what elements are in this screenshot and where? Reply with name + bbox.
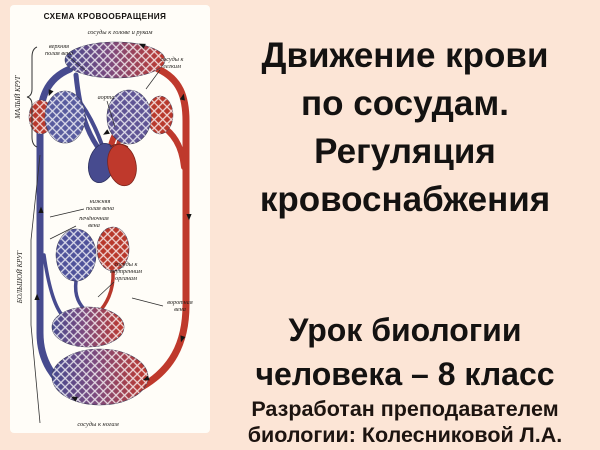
slide-subtitle-line: человека – 8 класс	[255, 356, 555, 392]
label-leg-vessels: сосуды к ногам	[77, 421, 118, 428]
slide-title-line: Движение крови	[261, 36, 549, 75]
left-lung-capillaries-mesh	[28, 90, 86, 144]
label-pointer-lines	[49, 55, 164, 307]
label-organ-vessels: органам	[115, 275, 137, 282]
big-circuit-bracket	[30, 154, 41, 424]
label-hepatic-vein: вена	[88, 222, 100, 229]
diagram-title: СХЕМА КРОВООБРАЩЕНИЯ	[44, 12, 167, 21]
label-portal-vein: воротная	[167, 299, 193, 306]
slide-title: Движение крови по сосудам. Регуляция кро…	[212, 32, 598, 224]
label-lung-vessels: легким	[162, 63, 181, 70]
label-inferior-vena-cava: нижняя	[90, 198, 111, 205]
label-organ-vessels: внутренним	[110, 268, 142, 275]
label-superior-vena-cava: верхняя	[49, 43, 69, 50]
small-circuit-brace	[26, 46, 38, 148]
label-superior-vena-cava: полая вена	[45, 50, 73, 57]
diagram-panel: СХЕМА КРОВООБРАЩЕНИЯ сосуды к голове и р…	[10, 5, 210, 433]
label-head-vessels: сосуды к голове и рукам	[88, 29, 153, 36]
label-systemic-circuit: БОЛЬШОЙ КРУГ	[16, 250, 24, 305]
head-capillaries-mesh	[64, 41, 166, 79]
circulation-diagram: СХЕМА КРОВООБРАЩЕНИЯ сосуды к голове и р…	[14, 12, 193, 428]
label-hepatic-vein: печёночная	[79, 215, 109, 222]
slide-subtitle-line: Урок биологии	[288, 312, 522, 348]
organs-capillaries-mesh	[55, 226, 130, 282]
right-lung-capillaries-mesh	[106, 89, 174, 145]
label-organ-vessels: сосуды к	[115, 261, 138, 268]
label-inferior-vena-cava: полая вена	[86, 205, 114, 212]
label-pulmonary-circuit: МАЛЫЙ КРУГ	[14, 74, 22, 120]
label-lung-vessels: сосуды к	[161, 56, 184, 63]
slide-text-column: Движение крови по сосудам. Регуляция кро…	[212, 0, 598, 450]
liver-capillaries-mesh	[51, 306, 125, 348]
legs-capillaries-mesh	[51, 348, 149, 406]
slide-subtitle: Урок биологии человека – 8 класс	[212, 308, 598, 396]
slide-title-line: кровоснабжения	[259, 180, 551, 219]
slide-title-line: по сосудам.	[301, 84, 509, 123]
slide-credit: Разработан преподавателем биологии: Коле…	[212, 396, 598, 448]
label-portal-vein: вена	[174, 306, 186, 313]
slide-credit-line: биологии: Колесниковой Л.А.	[247, 423, 563, 447]
heart-illustration	[88, 142, 137, 187]
label-aorta: аорта	[98, 94, 115, 101]
slide-credit-line: Разработан преподавателем	[251, 397, 559, 421]
slide-title-line: Регуляция	[314, 132, 496, 171]
